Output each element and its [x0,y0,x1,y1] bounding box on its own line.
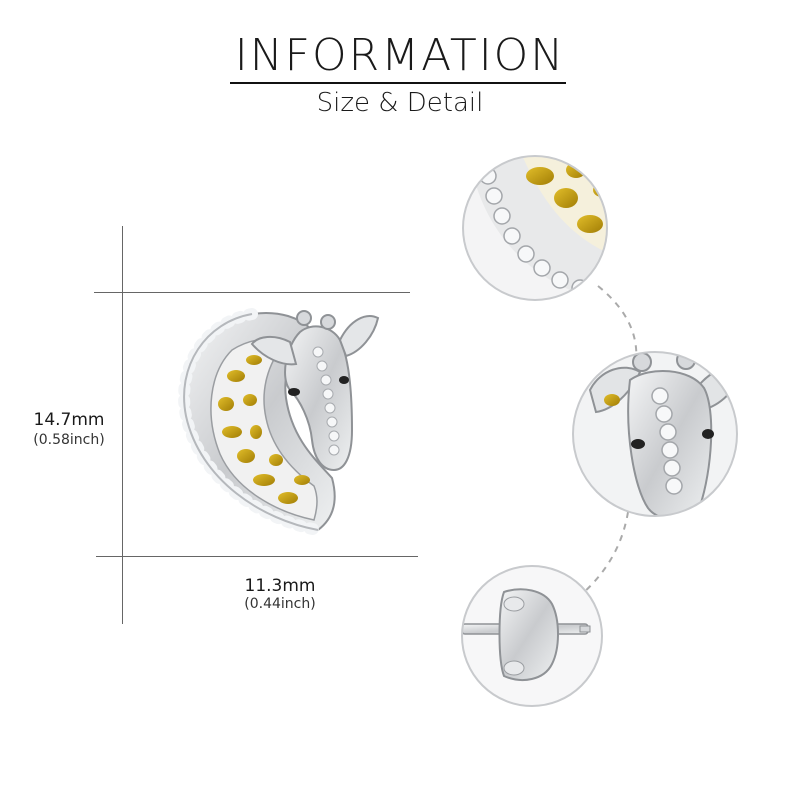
top-reference-line [94,292,410,293]
width-inch-label: (0.44inch) [244,596,316,612]
connector-dashed-2 [581,511,629,595]
height-mm-label: 14.7mm [33,410,105,430]
detail-circle-post [461,565,603,707]
detail-circle-rim [462,155,608,301]
page-title: INFORMATION [234,30,566,81]
height-dimension-line [122,226,123,624]
connector-dashed-1 [597,285,638,363]
giraffe-earring-main [178,308,380,536]
width-mm-label: 11.3mm [244,576,316,596]
height-inch-label: (0.58inch) [33,432,105,448]
title-underline [230,82,566,84]
page-subtitle: Size & Detail [316,88,484,118]
detail-circle-head [572,351,738,517]
bottom-reference-line [96,556,418,557]
